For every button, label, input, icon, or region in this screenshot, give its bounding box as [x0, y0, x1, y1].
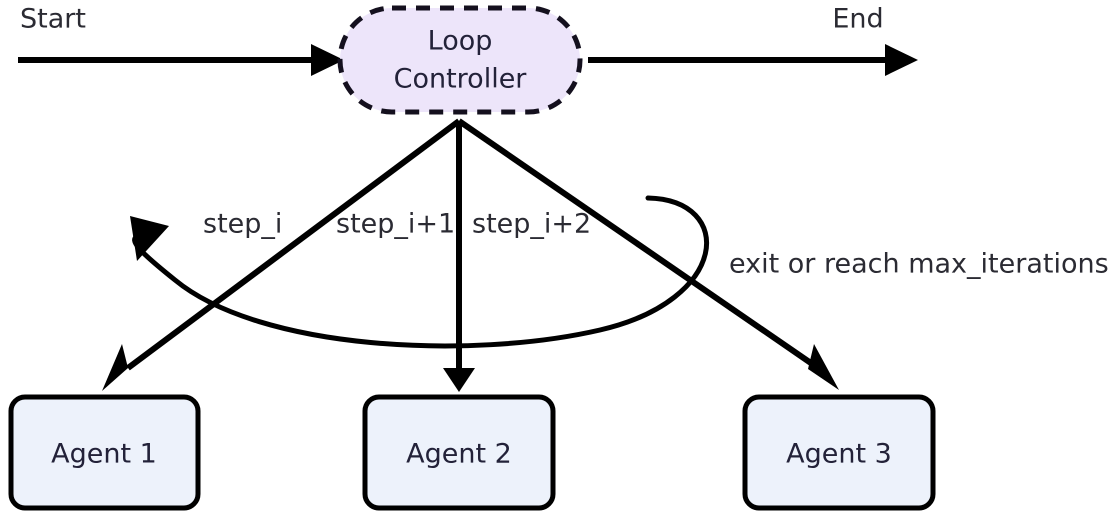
loop-controller-label-line2: Controller — [394, 64, 528, 95]
agent-2-arrowhead-icon — [443, 368, 475, 392]
agent-1-label: Agent 1 — [51, 439, 157, 470]
edge-label-feedback: exit or reach max_iterations ? — [729, 249, 1112, 280]
edge-label-step-i-plus-2: step_i+2 — [472, 209, 591, 240]
edge-controller-to-agent-1 — [102, 118, 461, 391]
end-arrowhead-icon — [885, 44, 918, 76]
node-agent-3[interactable]: Agent 3 — [742, 394, 936, 511]
feedback-arrowhead-icon — [130, 216, 169, 261]
edge-start-to-controller — [18, 44, 344, 76]
edge-feedback-loop — [130, 195, 710, 349]
edge-label-step-i: step_i — [203, 209, 282, 240]
node-loop-controller[interactable]: Loop Controller — [337, 5, 583, 115]
node-agent-2[interactable]: Agent 2 — [362, 394, 556, 511]
start-arrowhead-icon — [311, 44, 344, 76]
edge-controller-to-agent-2 — [443, 121, 475, 392]
loop-controller-label-line1: Loop — [428, 26, 493, 57]
agent-3-arrowhead-icon — [808, 344, 839, 390]
agent-1-shape[interactable] — [8, 394, 201, 511]
agent-2-shape[interactable] — [362, 394, 556, 511]
agent-3-shape[interactable] — [742, 394, 936, 511]
agent-1-arrowhead-icon — [102, 344, 128, 391]
agent-3-label: Agent 3 — [786, 439, 892, 470]
edge-label-step-i-plus-1: step_i+1 — [336, 209, 455, 240]
node-agent-1[interactable]: Agent 1 — [8, 394, 201, 511]
edge-controller-to-end — [588, 44, 918, 76]
end-label: End — [832, 4, 883, 35]
start-label: Start — [20, 4, 86, 35]
agent-2-label: Agent 2 — [406, 439, 512, 470]
agent-3-edge-line — [457, 118, 823, 373]
loop-controller-shape[interactable] — [337, 5, 583, 115]
agent-1-edge-line — [126, 118, 461, 371]
feedback-loop-path — [132, 195, 710, 349]
edge-controller-to-agent-3 — [457, 118, 839, 390]
